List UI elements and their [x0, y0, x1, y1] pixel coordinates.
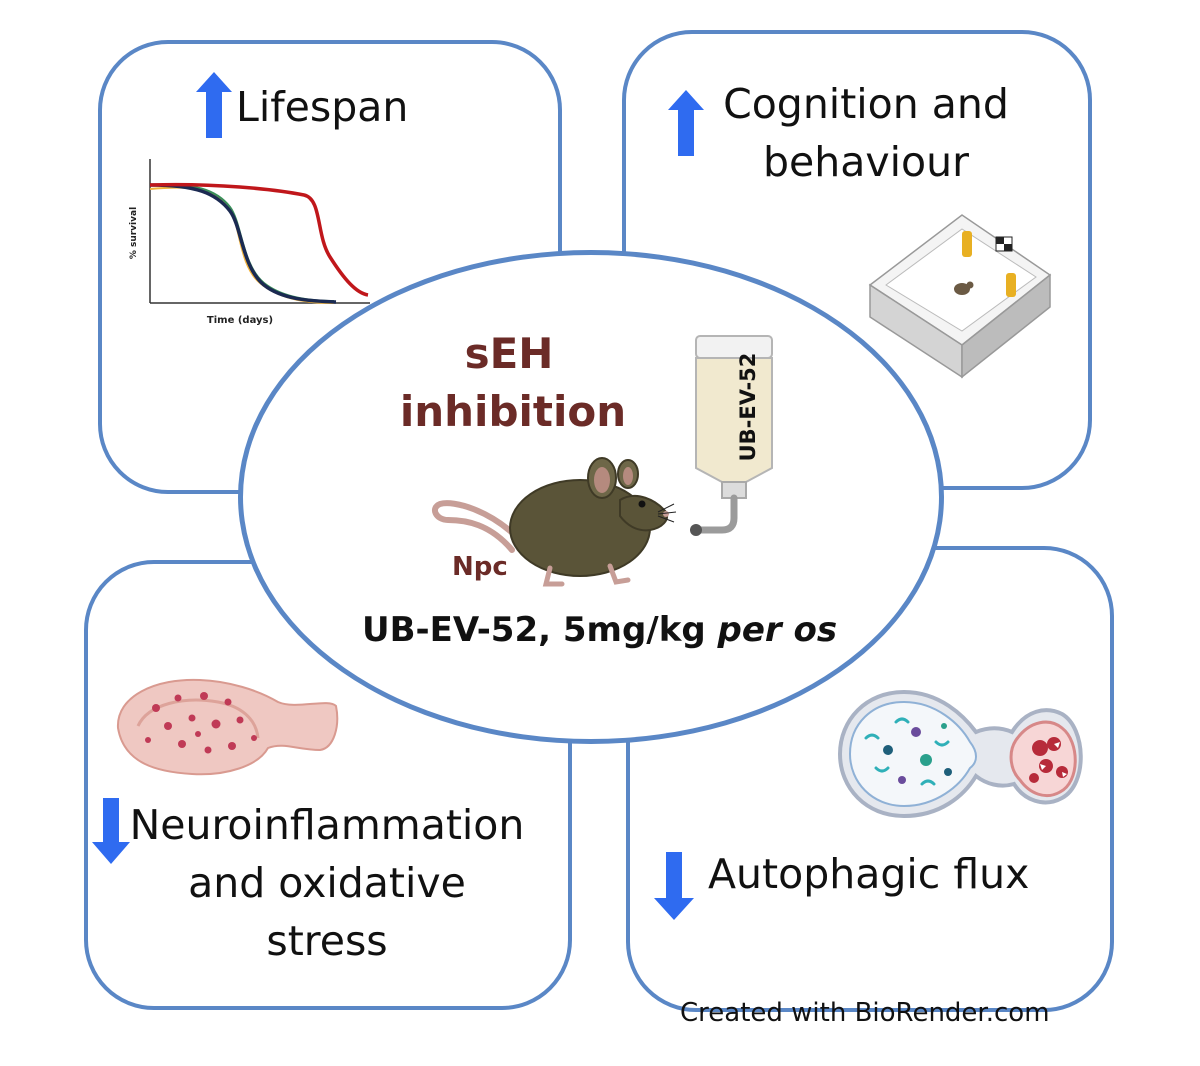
autophagosome-illustration: [837, 689, 1083, 819]
cognition-label: Cognition and behaviour: [706, 75, 1026, 191]
survival-ylabel: % survival: [129, 207, 139, 259]
mouse-label: Npc: [452, 552, 508, 582]
arrow-down-icon: [654, 852, 694, 920]
dose-label: UB-EV-52, 5mg/kg per os: [362, 610, 837, 650]
arrow-up-icon: [668, 90, 704, 156]
center-title-line2: inhibition: [399, 387, 627, 436]
cognition-label-line1: Cognition and: [723, 80, 1009, 128]
center-title-line1: sEH: [464, 329, 554, 378]
neuroinflammation-label: Neuroinflammation and oxidative stress: [122, 796, 532, 970]
autophagy-label: Autophagic flux: [708, 850, 1030, 898]
dose-route: per os: [717, 610, 838, 650]
water-bottle-icon: [690, 335, 773, 536]
cognition-label-line2: behaviour: [763, 138, 969, 186]
brain-tissue-illustration: [116, 678, 339, 776]
mouse-illustration: [432, 457, 677, 587]
dose-text: UB-EV-52, 5mg/kg: [362, 610, 718, 650]
arrow-down-icon: [92, 798, 130, 864]
arrow-up-icon: [196, 72, 232, 138]
lifespan-label: Lifespan: [236, 83, 409, 131]
credit-text: Created with BioRender.com: [680, 998, 1050, 1028]
neuro-label-line2: and oxidative: [188, 859, 466, 907]
neuro-label-line3: stress: [266, 917, 388, 965]
neuro-label-line1: Neuroinflammation: [129, 801, 525, 849]
survival-curve-illustration: % survival Time (days): [129, 159, 370, 326]
behaviour-arena-illustration: [868, 214, 1052, 379]
center-title: sEH inhibition: [388, 325, 638, 441]
bottle-label: UB-EV-52: [736, 352, 760, 462]
survival-xlabel: Time (days): [207, 315, 273, 326]
